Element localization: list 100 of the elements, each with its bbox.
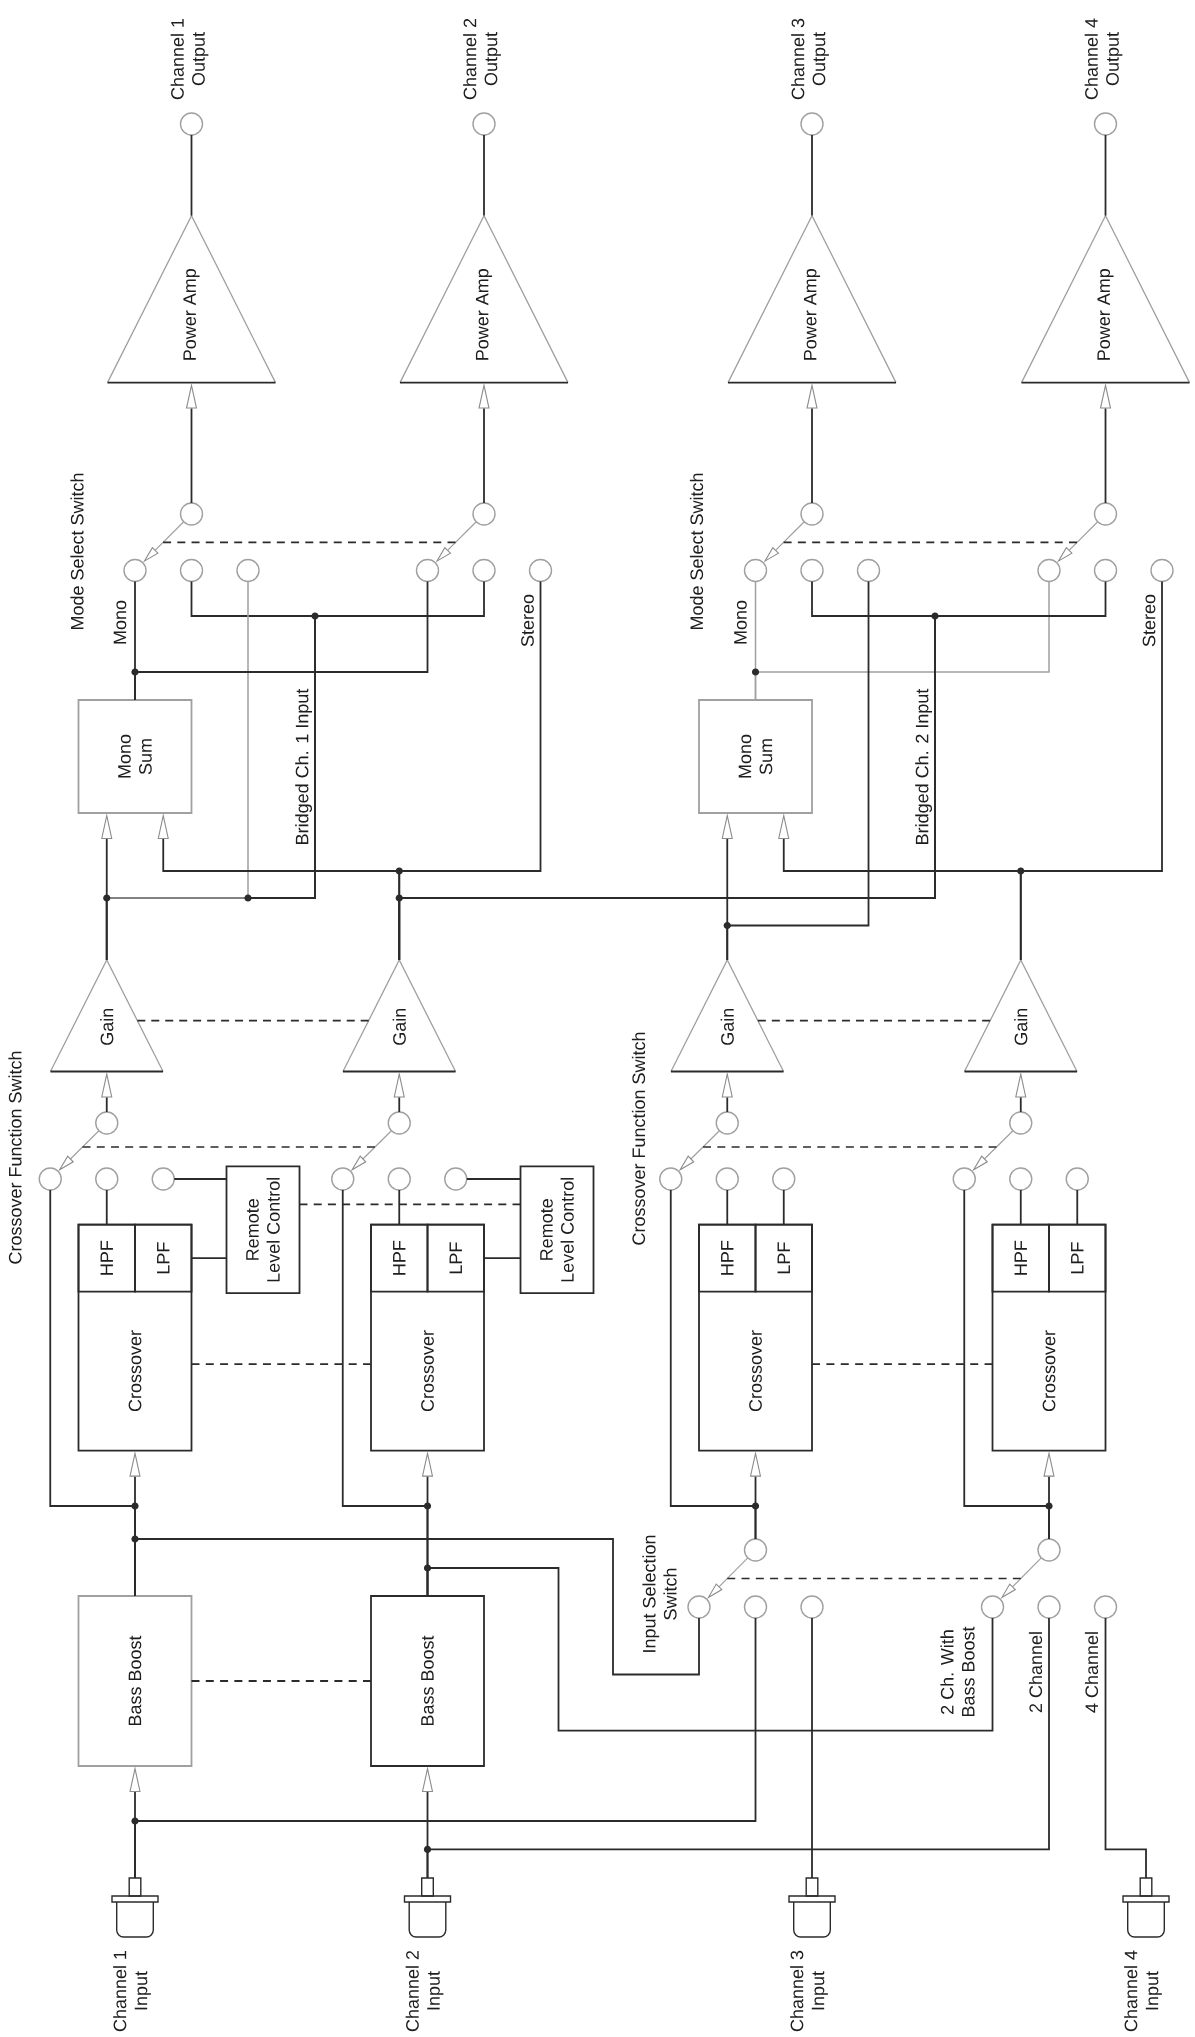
- terminal-circle: [687, 1595, 711, 1619]
- switch-label: Mode Select Switch: [689, 473, 704, 630]
- connector-line: [1076, 1189, 1079, 1226]
- connector-line: [483, 134, 485, 217]
- terminal-circle: [387, 1111, 411, 1135]
- position-label: Stereo: [521, 594, 534, 647]
- process-box: Mono Sum: [698, 699, 813, 814]
- terminal-circle: [659, 1167, 683, 1191]
- terminal-circle: [1093, 502, 1118, 526]
- edge-label: Bridged Ch. 2 Input: [915, 688, 932, 844]
- connector-line: [1019, 1189, 1022, 1226]
- switch-label: Input Selection Switch: [642, 1535, 677, 1652]
- terminal-circle: [772, 1167, 796, 1191]
- terminal-circle: [715, 1167, 739, 1191]
- terminal-circle: [800, 502, 824, 526]
- connector-line: [669, 1189, 757, 1540]
- terminal-circle: [387, 1167, 411, 1191]
- position-label: 2 Ch. With Bass Boost: [940, 1626, 975, 1717]
- terminal-circle: [38, 1167, 62, 1191]
- connector-line: [726, 1189, 729, 1226]
- amplifier-triangle: Gain: [342, 958, 457, 1073]
- position-label: Mono: [734, 600, 747, 644]
- connector-line: [483, 1257, 522, 1259]
- terminal-circle: [1037, 1538, 1061, 1562]
- terminal-circle: [800, 1595, 824, 1619]
- terminal-circle: [179, 558, 204, 583]
- terminal-circle: [472, 502, 496, 526]
- dashed-link: [190, 1680, 372, 1682]
- process-box: Bass Boost: [370, 1595, 485, 1767]
- connector-line: [134, 1617, 757, 1879]
- terminal-circle: [236, 558, 260, 583]
- amplifier-triangle: Power Amp: [399, 214, 569, 384]
- connector-line: [398, 1189, 401, 1226]
- amplifier-triangle: Power Amp: [1020, 214, 1191, 384]
- input-label: Channel 3 Input: [790, 1950, 828, 2032]
- amplifier-triangle: Gain: [963, 958, 1078, 1073]
- filter-box: LPF: [134, 1223, 193, 1293]
- connector-line: [963, 1189, 1050, 1540]
- process-box: Remote Level Control: [225, 1165, 301, 1295]
- position-label: 4 Channel: [1084, 1632, 1099, 1713]
- amplifier-triangle: Gain: [49, 958, 164, 1073]
- terminal-circle: [1093, 558, 1118, 583]
- terminal-circle: [179, 502, 204, 526]
- connector-line: [426, 1617, 1050, 1879]
- connector-line: [1019, 580, 1163, 961]
- terminal-circle: [151, 1167, 175, 1191]
- switch-label: Mode Select Switch: [70, 473, 84, 630]
- switch-label: Crossover Function Switch: [8, 1051, 22, 1264]
- terminal-circle: [472, 558, 496, 583]
- position-label: Stereo: [1142, 594, 1156, 647]
- dashed-link: [298, 1203, 522, 1206]
- dashed-link: [756, 1019, 992, 1022]
- process-box: Mono Sum: [77, 699, 193, 814]
- connector-line: [726, 580, 870, 961]
- terminal-circle: [715, 1111, 739, 1135]
- switch-label: Crossover Function Switch: [631, 1032, 646, 1245]
- connector-line: [173, 1178, 228, 1180]
- edge-label: Bridged Ch. 1 Input: [295, 688, 312, 844]
- connector-line: [782, 1189, 785, 1226]
- dashed-link: [190, 1363, 372, 1365]
- position-label: Mono: [113, 600, 127, 644]
- filter-box: HPF: [698, 1223, 757, 1293]
- terminal-circle: [743, 1595, 768, 1619]
- dashed-link: [811, 1363, 994, 1365]
- output-label: Channel 1 Output: [170, 18, 209, 100]
- output-label: Channel 3 Output: [791, 18, 829, 100]
- terminal-circle: [95, 1167, 119, 1191]
- connector-line: [134, 1538, 700, 1676]
- amplifier-triangle: Power Amp: [106, 214, 277, 384]
- amplifier-triangle: Gain: [670, 958, 785, 1073]
- dashed-link: [136, 1019, 370, 1022]
- connector-line: [1104, 134, 1107, 217]
- filter-box: LPF: [1048, 1223, 1107, 1293]
- terminal-circle: [1009, 1111, 1033, 1135]
- position-label: 2 Channel: [1028, 1632, 1043, 1713]
- terminal-circle: [800, 558, 824, 583]
- input-label: Channel 4 Input: [1124, 1950, 1162, 2032]
- connector-line: [190, 1257, 228, 1259]
- filter-box: HPF: [991, 1223, 1050, 1293]
- filter-box: HPF: [370, 1223, 429, 1293]
- connector-line: [105, 1189, 108, 1226]
- connector-line: [465, 1178, 522, 1180]
- connector-line: [811, 1617, 813, 1879]
- terminal-circle: [1065, 1167, 1089, 1191]
- terminal-circle: [743, 1538, 768, 1562]
- connector-line: [398, 580, 1107, 961]
- amplifier-triangle: Power Amp: [727, 214, 897, 384]
- process-box: Bass Boost: [77, 1595, 193, 1767]
- terminal-circle: [331, 1167, 355, 1191]
- connector-line: [426, 1567, 994, 1732]
- terminal-circle: [95, 1111, 119, 1135]
- terminal-circle: [415, 558, 440, 583]
- filter-box: LPF: [426, 1223, 485, 1293]
- connector-line: [134, 580, 429, 701]
- connector-line: [811, 134, 813, 217]
- process-box: Remote Level Control: [519, 1165, 595, 1295]
- connector-line: [1104, 1617, 1147, 1879]
- filter-box: LPF: [754, 1223, 813, 1293]
- terminal-circle: [952, 1167, 976, 1191]
- terminal-circle: [1037, 558, 1061, 583]
